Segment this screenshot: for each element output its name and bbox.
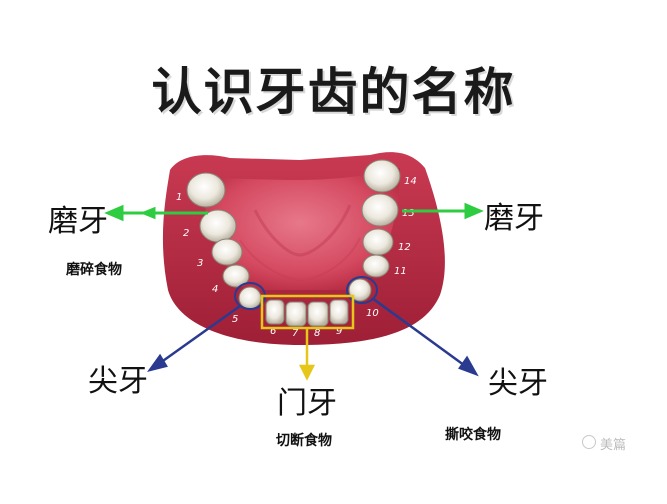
page-title: 认识牙齿的名称 [151,63,516,121]
tooth-number: 10 [366,308,379,319]
tooth-number: 4 [212,284,218,295]
tooth-number: 9 [336,326,342,337]
incisors [265,299,349,327]
canine-right-label: 尖牙 [488,366,548,401]
tooth-numbers: 1 2 3 4 5 6 7 8 9 10 11 12 13 14 [176,176,417,339]
right-canine-highlight [346,276,378,304]
canine-description: 撕咬食物 [445,427,501,443]
tooth-number: 2 [183,228,189,239]
incisor-description: 切断食物 [276,433,332,449]
molar-left-description: 磨碎食物 [66,262,122,278]
watermark: 美篇 [600,438,627,453]
canine-left-label: 尖牙 [88,364,148,399]
tooth-number: 8 [314,328,320,339]
molar-arrows [104,202,484,222]
tooth-number: 5 [232,314,238,325]
left-molars [186,172,250,288]
tooth-number: 7 [292,328,299,339]
tooth-number: 12 [398,242,411,253]
palate [200,168,400,290]
right-molars [361,159,401,278]
right-canine [348,278,372,302]
tooth-number: 1 [176,192,182,203]
molar-left-label: 磨牙 [48,204,108,239]
tooth-number: 3 [197,258,203,269]
watermark-icon [582,435,596,449]
tooth-number: 6 [270,326,276,337]
tooth-number: 13 [402,208,415,219]
left-canine [238,286,262,310]
canine-arrows [147,296,479,377]
tooth-number: 11 [394,266,407,277]
incisor-arrow [298,328,316,381]
incisor-label: 门牙 [277,386,337,421]
tooth-number: 14 [404,176,417,187]
molar-right-label: 磨牙 [484,201,544,236]
